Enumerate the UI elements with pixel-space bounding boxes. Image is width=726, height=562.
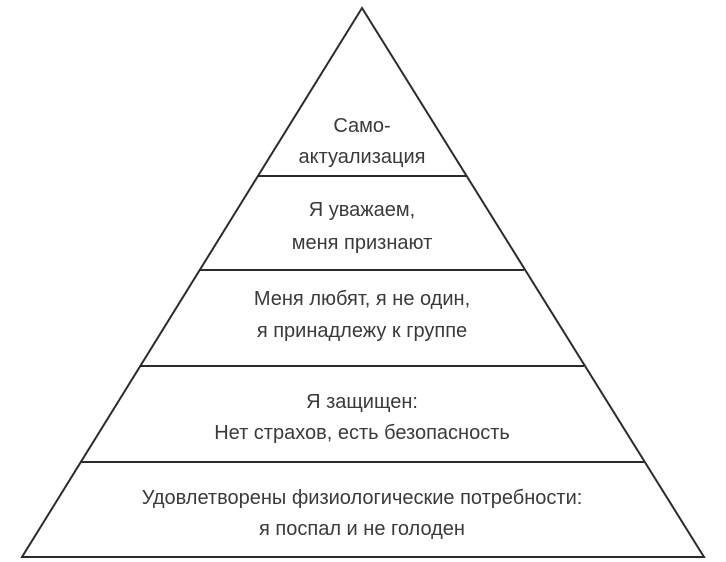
level-1-line-2: актуализация <box>299 146 426 168</box>
level-2-line-1: Я уважаем, <box>309 199 415 221</box>
level-5-line-2: я поспал и не голоден <box>259 518 465 540</box>
level-5-line-1: Удовлетворены физиологические потребност… <box>142 487 583 509</box>
level-3-line-2: я принадлежу к группе <box>257 320 467 342</box>
level-4-line-1: Я защищен: <box>306 391 418 413</box>
level-2-line-2: меня признают <box>292 232 433 254</box>
level-4-line-2: Нет страхов, есть безопасность <box>214 422 510 444</box>
level-3-line-1: Меня любят, я не один, <box>254 288 470 310</box>
pyramid-outline <box>20 6 706 558</box>
level-1-line-1: Само- <box>333 115 390 137</box>
